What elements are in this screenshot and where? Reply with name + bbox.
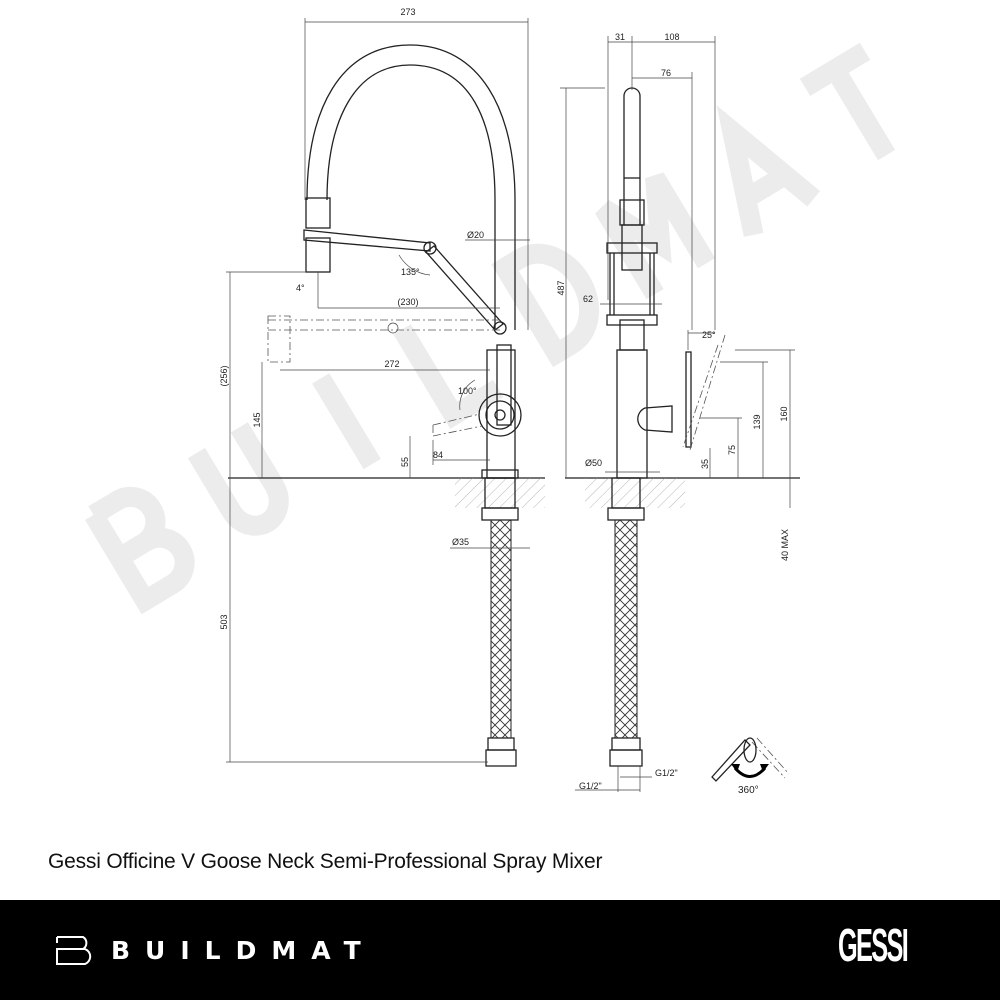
dim-dia-35: Ø35 [452,537,469,547]
dim-dia-50: Ø50 [585,458,602,468]
gooseneck-outer [306,44,516,330]
dim-angle-25: 25° [702,330,716,340]
spray-head [305,237,331,273]
dim-273: 273 [400,7,415,17]
dim-62: 62 [583,294,593,304]
technical-drawing: 273 Ø20 135° 4° (230) 272 100° 84 55 145… [85,7,896,796]
dim-55: 55 [400,457,410,467]
dim-dia-20: Ø20 [467,230,484,240]
dim-40-max: 40 MAX [780,529,790,561]
arm-joint [423,241,437,255]
dim-76: 76 [661,68,671,78]
product-title: Gessi Officine V Goose Neck Semi-Profess… [48,850,603,873]
dim-35: 35 [700,459,710,469]
handle-disc [478,393,522,437]
buildmat-wordmark: BUILDMAT [111,935,376,965]
dim-angle-100: 100° [458,386,477,396]
dim-487: 487 [556,280,566,295]
gooseneck-inner [326,64,496,330]
gessi-logo: GESSI [838,919,909,971]
side-lever [685,351,692,448]
dim-160: 160 [779,406,789,421]
front-view: 273 Ø20 135° 4° (230) 272 100° 84 55 145… [219,7,545,767]
dim-503: 503 [219,614,229,629]
dim-angle-4: 4° [296,283,305,293]
counter-section [455,478,545,508]
braided-hose [490,519,512,739]
dim-31: 31 [615,32,625,42]
buildmat-b-icon [56,936,92,965]
footer-bar [0,900,1000,1000]
lever [496,344,512,426]
support-arm [303,229,431,252]
thread-label-1: G1/2" [579,781,602,791]
rotation-label: 360° [738,785,759,796]
dim-angle-135: 135° [401,267,420,277]
thread-label-2: G1/2" [655,768,678,778]
buildmat-logo: BUILDMAT [55,934,376,966]
dim-84: 84 [433,450,443,460]
side-view: 31 108 76 487 62 25° 160 139 75 35 Ø50 4… [556,32,800,796]
dim-272: 272 [384,359,399,369]
dim-256: (256) [219,365,229,386]
spout-side [623,87,641,225]
dim-108: 108 [664,32,679,42]
rotation-360-icon: 360° [711,737,790,796]
arm-joint-base [493,321,507,335]
dim-139: 139 [752,414,762,429]
watermark [85,42,896,615]
dim-145: 145 [252,412,262,427]
support-arm-lower [425,245,504,331]
dim-230: (230) [397,297,418,307]
spray-collar [305,197,331,229]
dim-75: 75 [727,445,737,455]
